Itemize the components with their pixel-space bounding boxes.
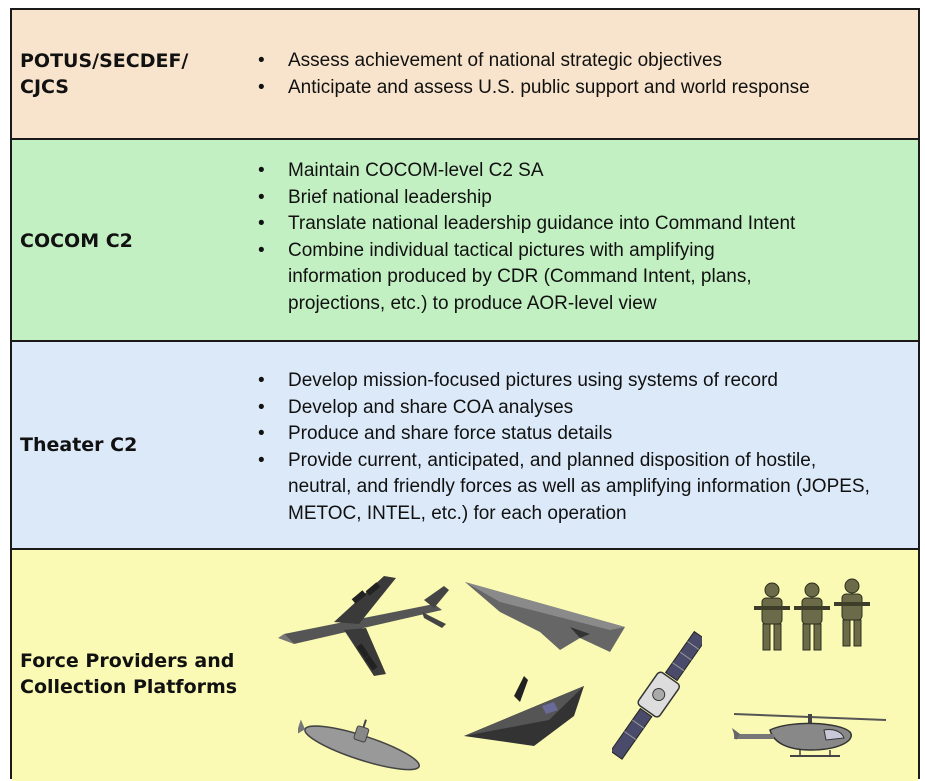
band-title-line: Collection Platforms — [20, 676, 238, 698]
band-title-cocom: COCOM C2 — [20, 228, 133, 254]
band-title-line: CJCS — [20, 76, 69, 98]
bullet-item: Develop mission-focused pictures using s… — [256, 368, 896, 395]
bullet-item: Combine individual tactical pictures wit… — [256, 238, 788, 318]
bullet-item: Brief national leadership — [256, 185, 846, 212]
band-title-theater: Theater C2 — [20, 432, 137, 458]
bullet-item: Provide current, anticipated, and planne… — [256, 448, 878, 528]
bullet-list-theater: Develop mission-focused pictures using s… — [256, 368, 896, 527]
stealth-bomber-b2-icon — [465, 582, 625, 652]
helicopter-icon — [732, 713, 887, 757]
stealth-fighter-f117-icon — [464, 676, 584, 746]
bullet-list-cocom: Maintain COCOM-level C2 SA Brief nationa… — [256, 158, 846, 317]
bomber-b52-icon — [278, 576, 449, 676]
band-title-potus: POTUS/SECDEF/ CJCS — [20, 48, 188, 100]
bullet-item: Translate national leadership guidance i… — [256, 211, 846, 238]
band-potus: POTUS/SECDEF/ CJCS Assess achievement of… — [12, 10, 918, 140]
band-title-line: POTUS/SECDEF/ — [20, 50, 189, 72]
band-force: Force Providers and Collection Platforms — [12, 550, 918, 781]
band-cocom: COCOM C2 Maintain COCOM-level C2 SA Brie… — [12, 140, 918, 342]
bullet-item: Produce and share force status details — [256, 421, 896, 448]
bullet-item: Anticipate and assess U.S. public suppor… — [256, 75, 810, 102]
band-title-force: Force Providers and Collection Platforms — [20, 648, 237, 700]
bullet-list-potus: Assess achievement of national strategic… — [256, 48, 810, 101]
diagram-frame: POTUS/SECDEF/ CJCS Assess achievement of… — [10, 8, 920, 781]
band-title-line: Theater C2 — [20, 434, 138, 456]
bullet-item: Develop and share COA analyses — [256, 395, 896, 422]
bullet-item: Maintain COCOM-level C2 SA — [256, 158, 846, 185]
band-theater: Theater C2 Develop mission-focused pictu… — [12, 342, 918, 550]
satellite-icon — [612, 630, 702, 760]
band-title-line: COCOM C2 — [20, 230, 133, 252]
soldiers-icon — [754, 578, 870, 651]
bullet-item: Assess achievement of national strategic… — [256, 48, 810, 75]
submarine-icon — [298, 719, 421, 771]
band-title-line: Force Providers and — [20, 650, 235, 672]
